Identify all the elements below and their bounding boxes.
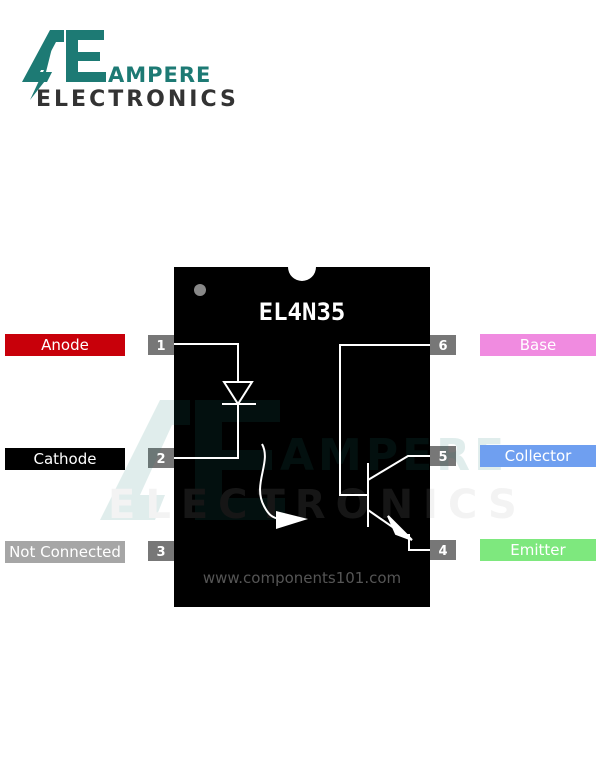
pin1-marker-dot bbox=[194, 284, 206, 296]
led-diode-icon bbox=[222, 381, 254, 406]
pin-leg-3 bbox=[148, 541, 174, 561]
pin-label-base: Base bbox=[480, 334, 596, 356]
pin-leg-5 bbox=[430, 446, 456, 466]
pin-leg-4 bbox=[430, 540, 456, 560]
pin-label-collector: Collector bbox=[480, 445, 596, 467]
led-circuit bbox=[174, 343, 256, 459]
anode-wire bbox=[174, 343, 239, 382]
logo-mark-text: AE bbox=[0, 0, 2, 1]
ampere-logo: AE AMPERE ELECTRONICS bbox=[0, 0, 239, 112]
pin-number-3: 3 bbox=[156, 545, 165, 560]
watermark-url: www.components101.com bbox=[203, 569, 401, 587]
transistor-circuit bbox=[339, 344, 430, 551]
chip-name: EL4N35 bbox=[259, 298, 346, 326]
svg-text:AMPERE: AMPERE bbox=[280, 430, 508, 481]
pin-label-emitter: Emitter bbox=[480, 539, 596, 561]
pin-leg-1 bbox=[148, 335, 174, 355]
logo-e-mark bbox=[66, 30, 106, 82]
logo-bolt-icon bbox=[30, 48, 52, 100]
watermark-logo: AMPERE ELECTRONICS bbox=[100, 400, 527, 528]
collector-wire bbox=[367, 455, 430, 481]
logo-a-mark bbox=[22, 30, 64, 82]
logo-line1: AMPERE bbox=[108, 63, 211, 87]
pin-number-6: 6 bbox=[438, 339, 447, 354]
pin-leg-2 bbox=[148, 448, 174, 468]
pin-number-5: 5 bbox=[438, 450, 447, 465]
emitter-arrow-icon bbox=[387, 515, 413, 541]
pin-number-1: 1 bbox=[156, 339, 165, 354]
logo-line2: ELECTRONICS bbox=[36, 87, 239, 112]
pin-number-4: 4 bbox=[438, 544, 447, 559]
svg-text:ELECTRONICS: ELECTRONICS bbox=[108, 482, 527, 528]
light-arrow-icon bbox=[259, 443, 308, 529]
cathode-wire bbox=[174, 404, 239, 459]
pin-number-2: 2 bbox=[156, 452, 165, 467]
base-wire bbox=[339, 344, 430, 496]
pin-numbers: 1 2 3 6 5 4 bbox=[156, 339, 447, 560]
pin-label-not-connected: Not Connected bbox=[5, 541, 125, 563]
pin-label-cathode: Cathode bbox=[5, 448, 125, 470]
pin-legs bbox=[148, 335, 456, 561]
pin-label-anode: Anode bbox=[5, 334, 125, 356]
pin-leg-6 bbox=[430, 335, 456, 355]
